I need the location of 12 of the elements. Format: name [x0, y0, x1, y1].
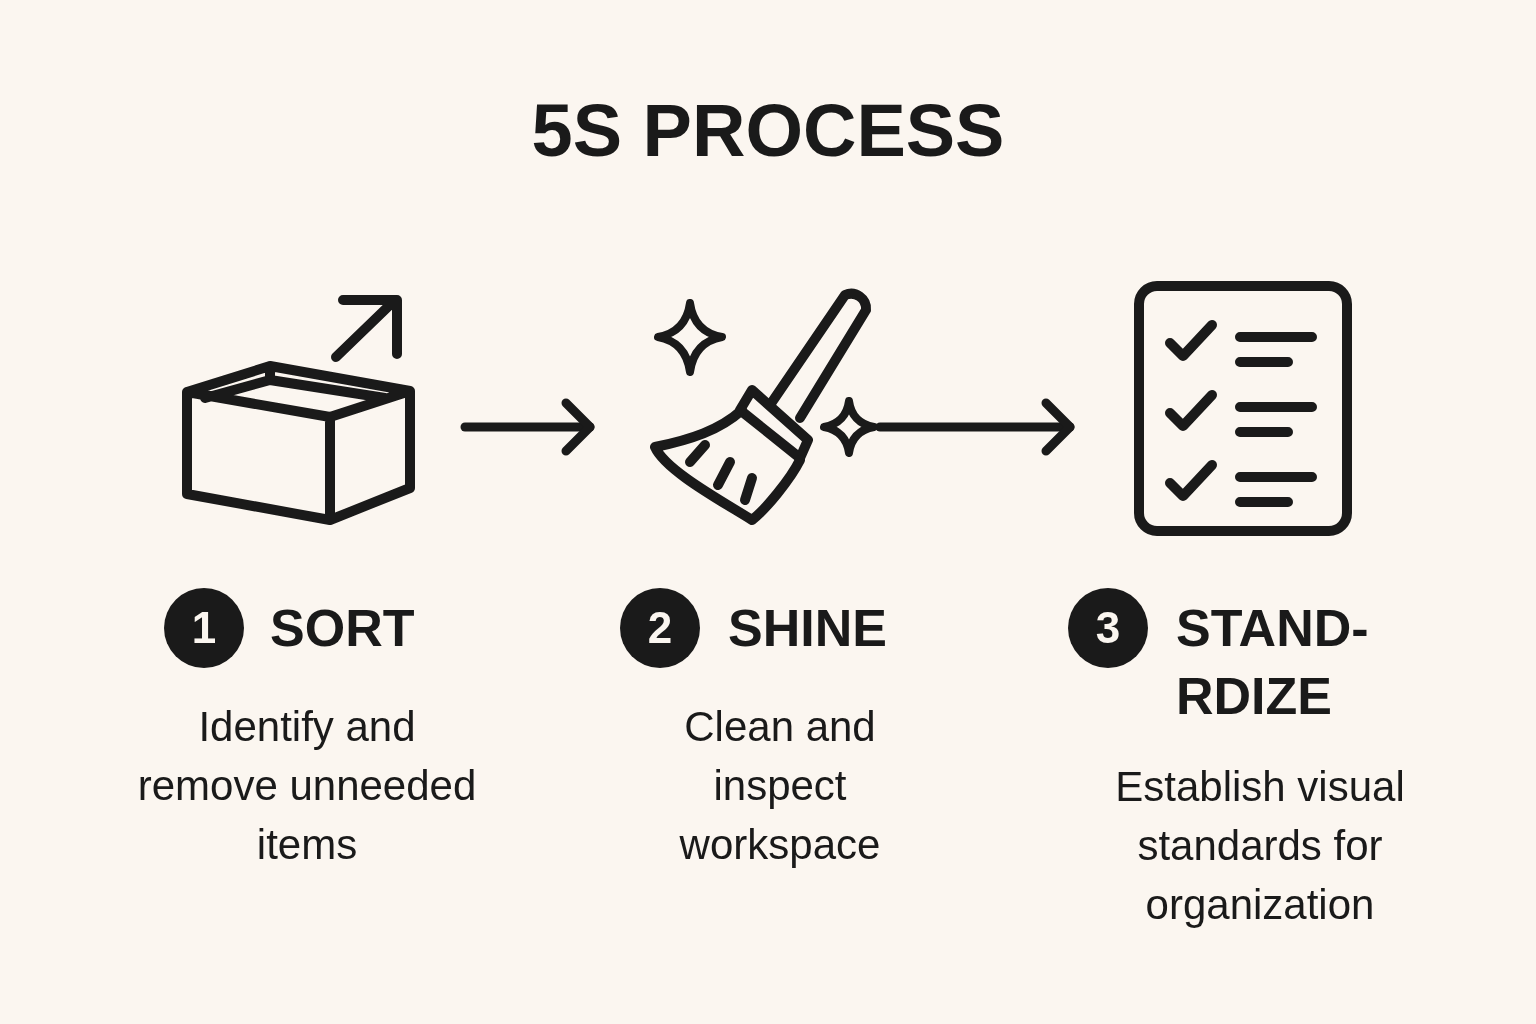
number-badge: 2	[620, 588, 700, 668]
arrow	[875, 398, 1075, 456]
step-description: Identify and remove unneeded items	[137, 702, 477, 870]
step-title: STAND- RDIZE	[1176, 598, 1370, 727]
number-badge: 1	[164, 588, 244, 668]
number-badge: 3	[1068, 588, 1148, 668]
step-title: SORT	[270, 598, 416, 659]
step-description: Clean and inspect workspace	[678, 702, 882, 870]
step-title: SHINE	[728, 598, 888, 659]
step-description: Establish visual standards for organization	[1114, 762, 1406, 930]
arrow	[460, 398, 595, 456]
title: 5S PROCESS	[530, 88, 1006, 174]
